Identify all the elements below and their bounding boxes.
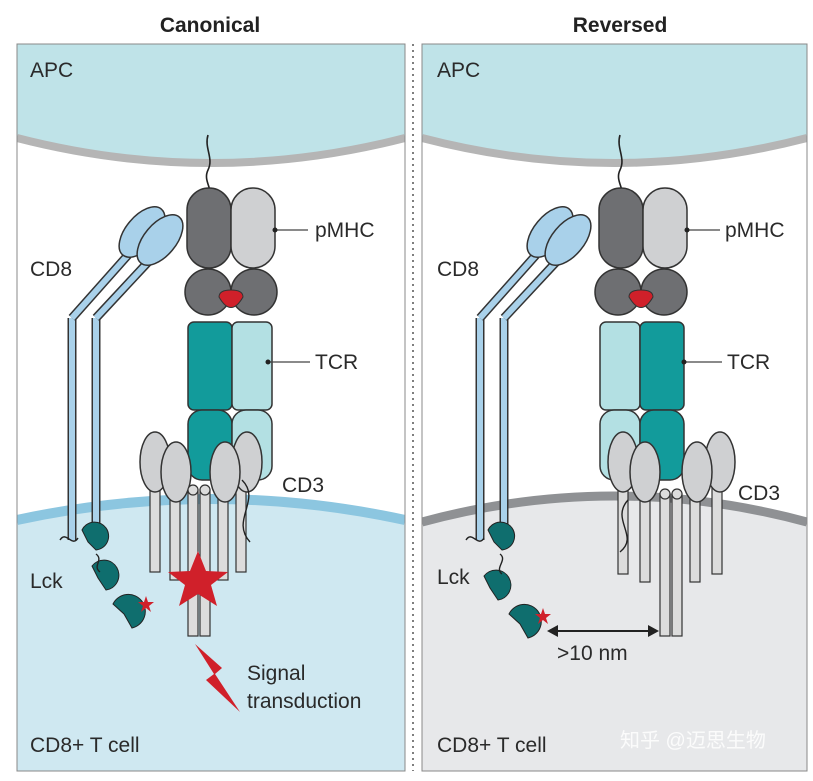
watermark: 知乎 @迈思生物 — [620, 729, 766, 752]
cd8-label-canonical: CD8 — [30, 258, 72, 281]
panel-title-reversed: Reversed — [573, 14, 668, 37]
pmhc-canonical — [184, 187, 278, 316]
signal-label-line2: transduction — [247, 690, 361, 713]
distance-arrow — [547, 625, 659, 637]
cd8-label-reversed: CD8 — [437, 258, 479, 281]
cd3-reversed — [607, 431, 736, 637]
distance-label: >10 nm — [557, 642, 628, 665]
lck-canonical — [59, 521, 154, 629]
cd8-reversed — [475, 206, 592, 540]
panel-border-canonical — [16, 43, 406, 772]
cd3-canonical — [139, 431, 263, 637]
apc-membrane-canonical — [17, 134, 405, 167]
pmhc-reversed — [594, 187, 688, 316]
tcell-label-reversed: CD8+ T cell — [437, 734, 547, 757]
apc-body-canonical — [17, 44, 405, 163]
tcr-label-reversed: TCR — [727, 351, 770, 374]
panel-title-canonical: Canonical — [160, 14, 260, 37]
signal-label-line1: Signal — [247, 662, 305, 685]
cd3-label-canonical: CD3 — [282, 474, 324, 497]
panel-border-reversed — [421, 43, 808, 772]
lightning-icon — [195, 644, 240, 712]
tcell-membrane-reversed — [422, 491, 807, 527]
pmhc-label-canonical: pMHC — [315, 219, 375, 242]
panel-canonical: APC CD8 pMHC TCR CD3 Lck Signal transduc… — [17, 44, 405, 771]
apc-membrane-reversed — [422, 134, 807, 167]
lck-label-canonical: Lck — [30, 570, 63, 593]
lck-reversed — [465, 521, 551, 639]
pmhc-label-reversed: pMHC — [725, 219, 785, 242]
peptide-canonical — [218, 289, 244, 308]
tcell-label-canonical: CD8+ T cell — [30, 734, 140, 757]
lck-label-reversed: Lck — [437, 566, 470, 589]
apc-label-canonical: APC — [30, 59, 73, 82]
apc-body-reversed — [422, 44, 807, 163]
cd3-label-reversed: CD3 — [738, 482, 780, 505]
panel-reversed: APC CD8 pMHC TCR CD3 Lck >10 nm CD8+ T c… — [422, 44, 807, 771]
peptide-reversed — [628, 289, 654, 308]
signal-star-canonical — [168, 551, 228, 606]
cd8-canonical — [67, 206, 184, 540]
tcell-body-reversed — [422, 496, 807, 771]
tcr-label-canonical: TCR — [315, 351, 358, 374]
apc-label-reversed: APC — [437, 59, 480, 82]
